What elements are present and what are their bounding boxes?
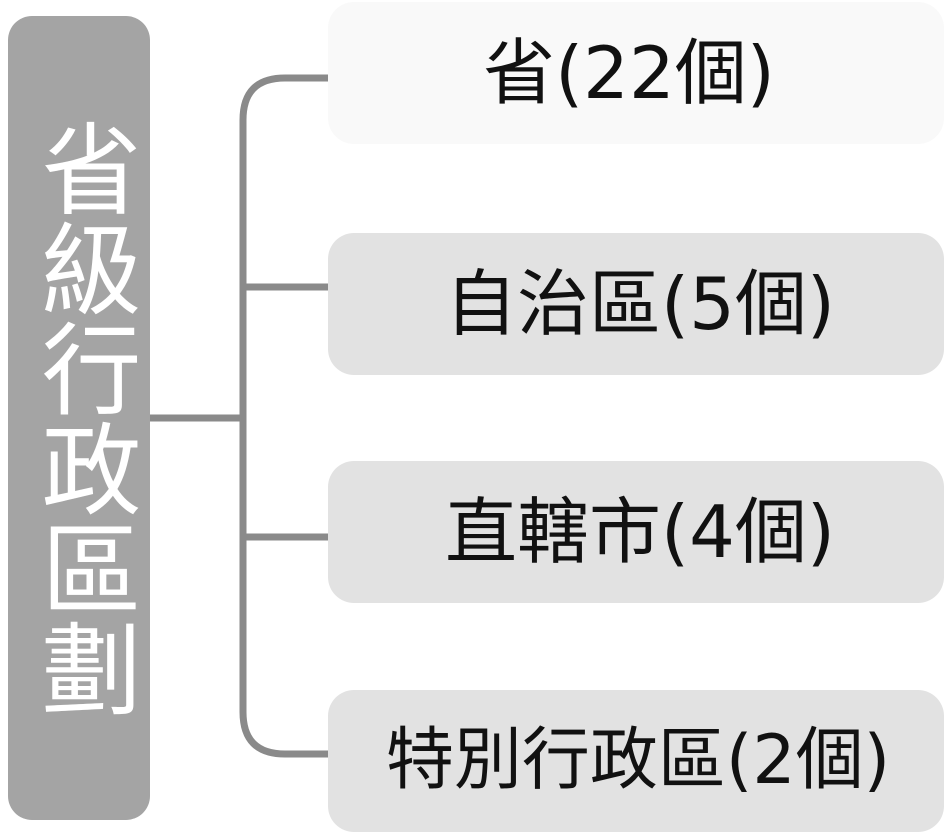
branch-node-autonomous-region: 自治區(5個): [328, 233, 944, 375]
branch-label-municipality: 直轄市(4個): [445, 490, 835, 574]
branch-label-special-administrative-region: 特別行政區(2個): [385, 721, 891, 800]
root-node: 省級行政區劃: [8, 16, 150, 820]
branch-node-special-administrative-region: 特別行政區(2個): [328, 690, 944, 832]
root-label: 省級行政區劃: [24, 118, 141, 718]
branch-node-municipality: 直轄市(4個): [328, 461, 944, 603]
branch-node-province: 省(22個): [328, 2, 944, 144]
branch-label-autonomous-region: 自治區(5個): [445, 262, 835, 346]
bracket-connector: [239, 74, 328, 758]
branch-label-province: 省(22個): [483, 31, 775, 115]
